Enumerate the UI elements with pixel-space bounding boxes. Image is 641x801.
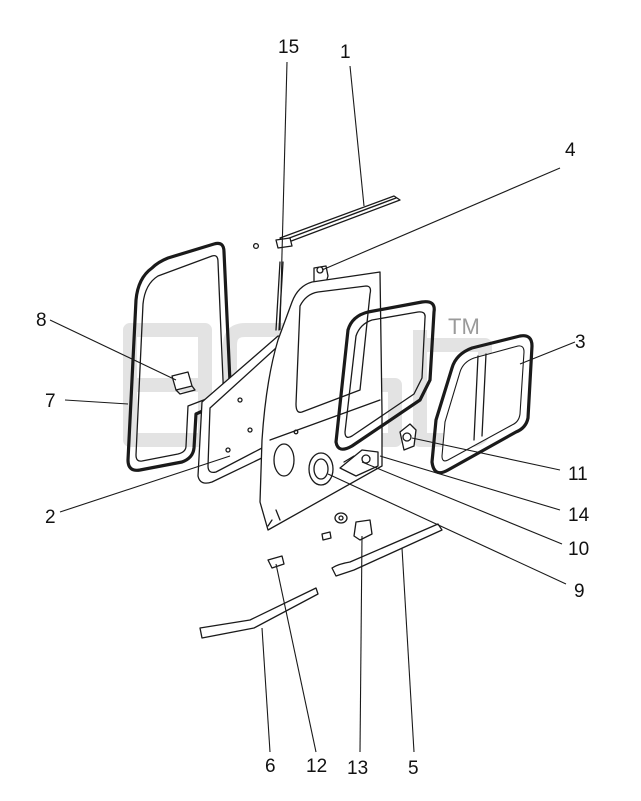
callout-3: 3 <box>575 332 586 353</box>
part-clip <box>321 531 332 541</box>
part-small-screw <box>252 242 260 250</box>
leader-11 <box>411 437 561 471</box>
callout-14: 14 <box>568 505 590 526</box>
part-top-strip <box>275 195 401 249</box>
part-lock-mechanism <box>399 423 417 451</box>
leader-14 <box>379 455 561 511</box>
part-door-body <box>259 271 383 531</box>
callout-15: 15 <box>278 37 299 58</box>
leader-6 <box>261 627 271 753</box>
leader-1 <box>349 65 365 207</box>
leader-10 <box>361 461 563 545</box>
callout-4: 4 <box>565 140 576 161</box>
part-lower-strip-right <box>331 523 443 577</box>
part-small-bracket <box>267 555 285 569</box>
callout-5: 5 <box>408 758 419 779</box>
part-lower-hinge <box>353 519 373 541</box>
leader-15 <box>279 61 288 331</box>
callout-7: 7 <box>45 391 56 412</box>
callout-1: 1 <box>340 42 351 63</box>
callout-13: 13 <box>347 758 368 779</box>
callout-6: 6 <box>265 756 276 777</box>
callout-10: 10 <box>568 539 589 560</box>
part-rear-window-seal <box>126 241 232 472</box>
leader-12 <box>275 563 317 753</box>
callout-labels: 15 1 4 8 7 2 3 11 14 10 9 6 12 13 5 <box>36 37 590 779</box>
leader-7 <box>64 399 129 405</box>
leader-3 <box>519 341 576 365</box>
leader-4 <box>321 167 561 271</box>
part-lower-strip-left <box>199 587 319 639</box>
leader-8 <box>49 319 177 381</box>
callout-8: 8 <box>36 310 47 331</box>
leader-13 <box>359 535 363 753</box>
callout-12: 12 <box>306 756 327 777</box>
leader-9 <box>327 473 567 585</box>
part-regulator <box>339 449 379 477</box>
part-small-block <box>171 371 196 395</box>
leader-2 <box>59 455 231 513</box>
callout-2: 2 <box>45 507 56 528</box>
watermark-trademark: TM <box>448 314 480 339</box>
callout-11: 11 <box>568 464 588 485</box>
part-grommet <box>334 512 348 524</box>
callout-9: 9 <box>574 581 585 602</box>
part-handle-disk <box>308 452 334 486</box>
leader-lines <box>49 61 576 753</box>
part-front-window <box>430 334 534 475</box>
part-window-rim <box>334 300 436 451</box>
leader-5 <box>401 547 415 753</box>
